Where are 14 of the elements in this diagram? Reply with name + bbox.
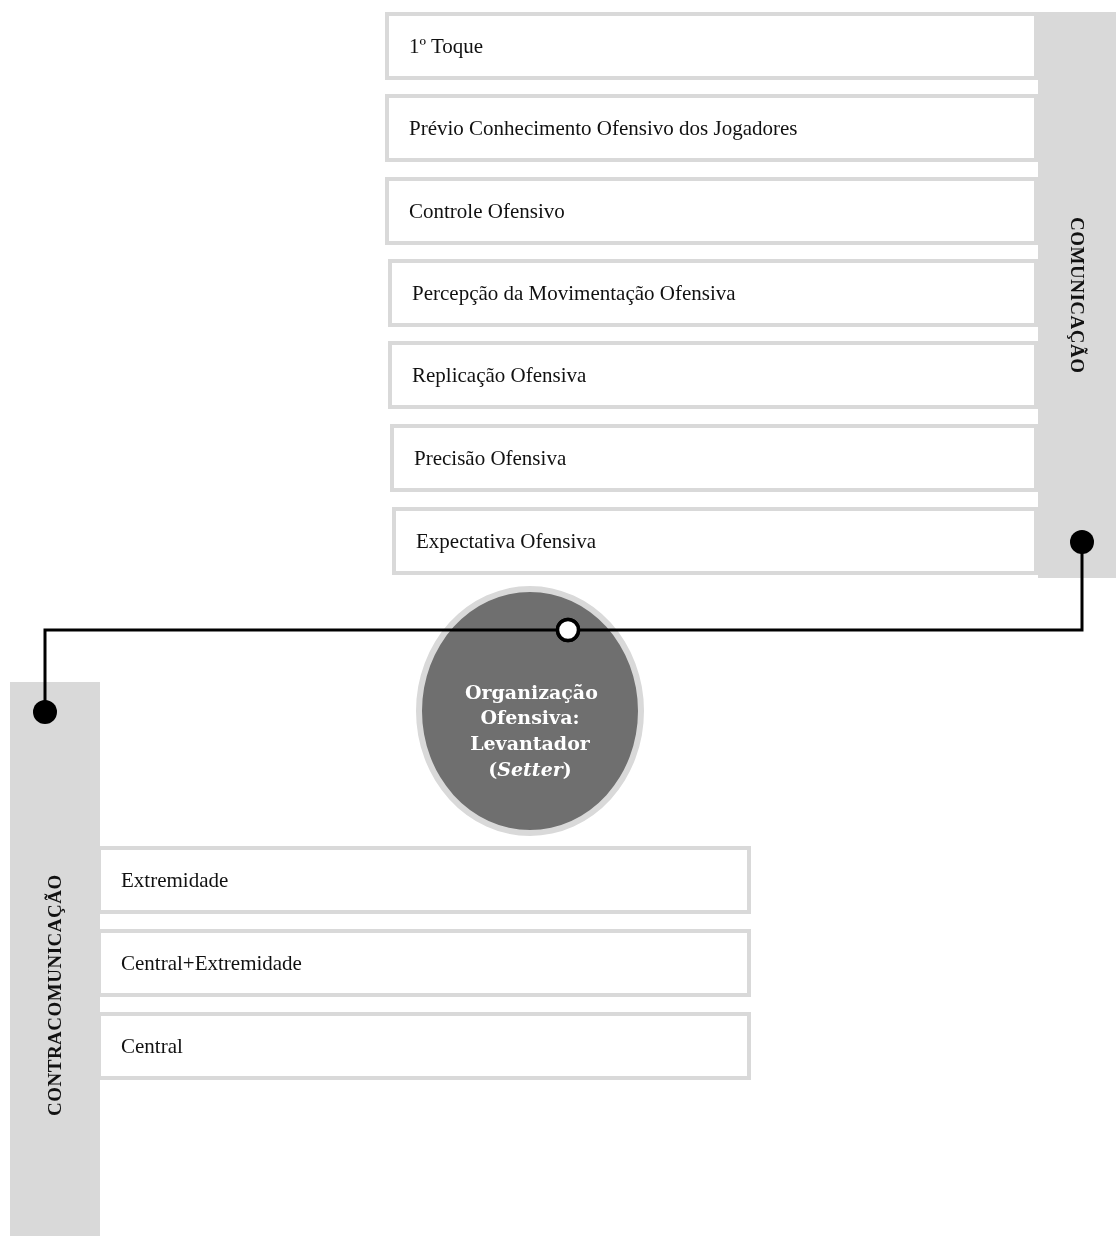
category-box: Controle Ofensivo: [385, 177, 1038, 245]
category-box: Replicação Ofensiva: [388, 341, 1038, 409]
category-box: 1º Toque: [385, 12, 1038, 80]
side-band: CONTRACOMUNICAÇÃO: [10, 682, 100, 1236]
category-box: Central: [97, 1012, 751, 1080]
ellipse-label: Organização Ofensiva: Levantador (Setter): [465, 679, 595, 782]
category-box: Precisão Ofensiva: [390, 424, 1038, 492]
category-box: Expectativa Ofensiva: [392, 507, 1038, 575]
category-box: Percepção da Movimentação Ofensiva: [388, 259, 1038, 327]
category-box: Prévio Conhecimento Ofensivo dos Jogadores: [385, 94, 1038, 162]
side-band: COMUNICAÇÃO: [1038, 12, 1116, 578]
category-box: Central+Extremidade: [97, 929, 751, 997]
category-box: Extremidade: [97, 846, 751, 914]
connector-line: [33, 617, 581, 724]
